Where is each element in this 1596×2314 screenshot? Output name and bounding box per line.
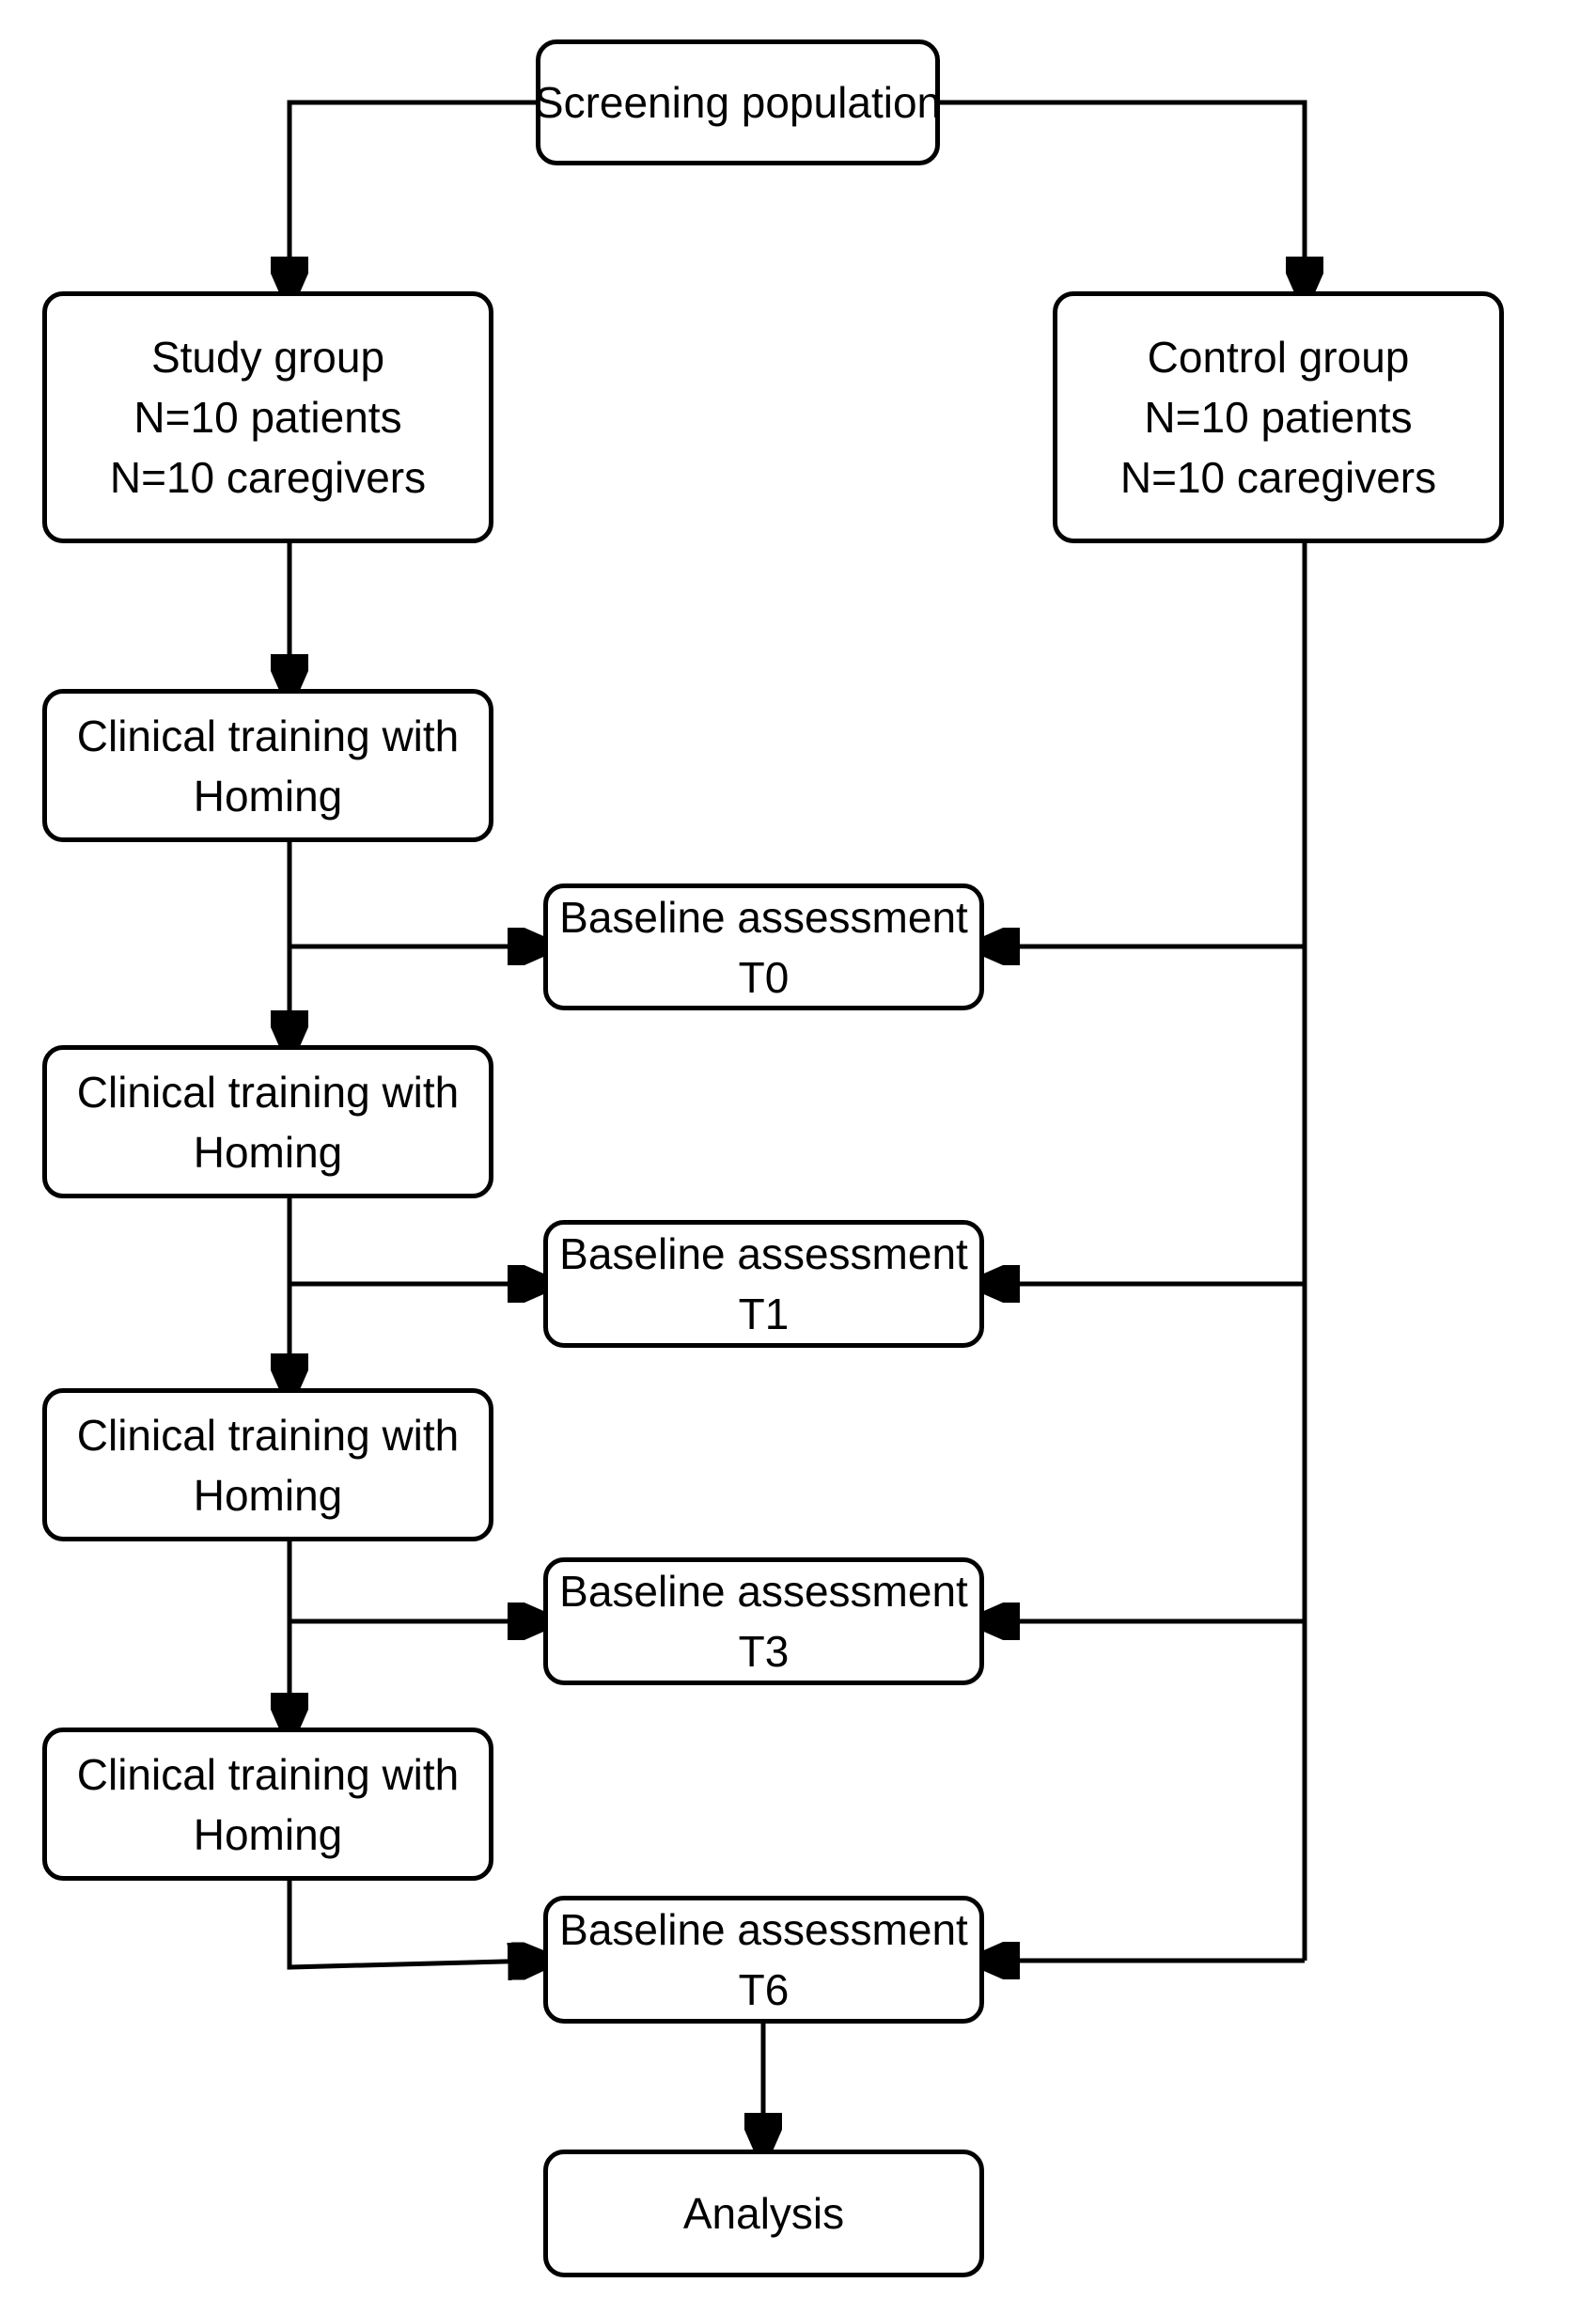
node-assessment-t1: Baseline assessment T1 <box>543 1220 984 1348</box>
node-study-group: Study group N=10 patients N=10 caregiver… <box>42 291 493 543</box>
node-clinical-training-3: Clinical training with Homing <box>42 1388 493 1541</box>
node-label-line: Clinical training with <box>76 711 460 760</box>
node-clinical-training-1: Clinical training with Homing <box>42 689 493 842</box>
connector-screening-to-study-group <box>289 100 536 288</box>
node-label-line: Clinical training with <box>76 1410 460 1460</box>
node-label-line: Homing <box>193 771 343 821</box>
node-label-line: Baseline assessment <box>559 1229 968 1278</box>
node-label-line: Homing <box>193 1127 343 1177</box>
node-label-line: T1 <box>738 1290 790 1338</box>
node-label-line: N=10 patients <box>133 393 402 442</box>
node-label-line: N=10 patients <box>1144 393 1413 442</box>
node-screening-population: Screening population <box>534 39 942 165</box>
node-label-line: Baseline assessment <box>559 1567 968 1616</box>
node-label-line: T3 <box>738 1627 790 1676</box>
node-label-line: Baseline assessment <box>559 1905 968 1954</box>
node-label-line: Clinical training with <box>76 1067 460 1117</box>
node-clinical-training-2: Clinical training with Homing <box>42 1045 493 1198</box>
node-label-line: T6 <box>738 1965 790 2014</box>
node-label-line: T0 <box>738 952 790 1002</box>
node-label-line: Clinical training with <box>76 1749 460 1799</box>
node-label-line: Control group <box>1147 333 1410 382</box>
node-clinical-training-4: Clinical training with Homing <box>42 1728 493 1881</box>
node-label: Screening population <box>534 78 942 127</box>
node-label-line: N=10 caregivers <box>109 453 427 502</box>
connector-screening-to-control-group <box>940 100 1305 288</box>
node-assessment-t0: Baseline assessment T0 <box>543 883 984 1010</box>
node-assessment-t6: Baseline assessment T6 <box>543 1896 984 2024</box>
node-label-line: Study group <box>150 333 385 382</box>
node-label-line: Baseline assessment <box>559 892 968 942</box>
node-label-line: N=10 caregivers <box>1119 453 1437 502</box>
node-analysis: Analysis <box>543 2150 984 2277</box>
connector-training-4-to-assessment-t6 <box>287 1881 539 1967</box>
node-label-line: Homing <box>193 1809 343 1859</box>
node-control-group: Control group N=10 patients N=10 caregiv… <box>1053 291 1504 543</box>
node-label-line: Homing <box>193 1470 343 1520</box>
node-assessment-t3: Baseline assessment T3 <box>543 1557 984 1685</box>
node-label: Analysis <box>682 2189 845 2238</box>
